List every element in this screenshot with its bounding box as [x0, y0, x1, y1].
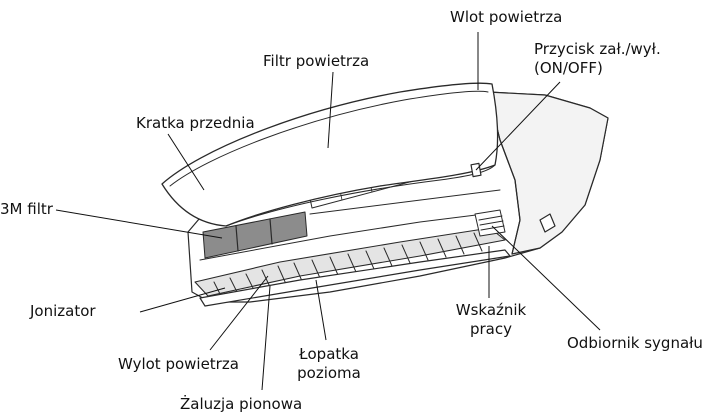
- label-vertical-louver: Żaluzja pionowa: [180, 395, 303, 413]
- label-front-grille: Kratka przednia: [136, 114, 255, 132]
- label-air-inlet: Wlot powietrza: [450, 8, 563, 26]
- side-vent: [539, 213, 556, 233]
- label-horizontal-vane-line1: Łopatka: [299, 345, 359, 363]
- leader-ionizer: [139, 287, 226, 313]
- body-underside: [199, 211, 501, 261]
- front-grille-inner-edge: [169, 90, 489, 187]
- leader-horizontal-vane: [315, 279, 327, 341]
- label-on-off-line2: (ON/OFF): [534, 59, 603, 77]
- label-indicator-line2: pracy: [469, 320, 512, 338]
- label-indicator-line1: Wskaźnik: [455, 301, 527, 319]
- leader-receiver: [491, 225, 601, 331]
- body-front-face: [309, 189, 501, 215]
- leader-vertical-louver: [261, 285, 271, 391]
- leader-filter-3m: [55, 209, 223, 239]
- label-on-off-line1: Przycisk zał./wył.: [534, 40, 661, 58]
- air-outlet-opening: [194, 227, 506, 297]
- leader-lines: [55, 32, 601, 391]
- label-horizontal-vane-line2: pozioma: [297, 364, 361, 382]
- label-air-outlet: Wylot powietrza: [118, 355, 239, 373]
- label-air-filter: Filtr powietrza: [263, 52, 370, 70]
- label-signal-receiver: Odbiornik sygnału: [567, 334, 703, 352]
- leader-air-filter: [327, 71, 334, 149]
- label-filter-3m: 3M filtr: [0, 200, 53, 218]
- indicator-window: [474, 209, 506, 237]
- leader-on-off: [475, 81, 561, 171]
- horizontal-vane: [199, 249, 511, 307]
- leader-front-grille: [167, 133, 205, 191]
- leader-air-outlet: [209, 275, 269, 351]
- filter-3m: [202, 211, 308, 259]
- label-ionizer: Jonizator: [30, 302, 96, 320]
